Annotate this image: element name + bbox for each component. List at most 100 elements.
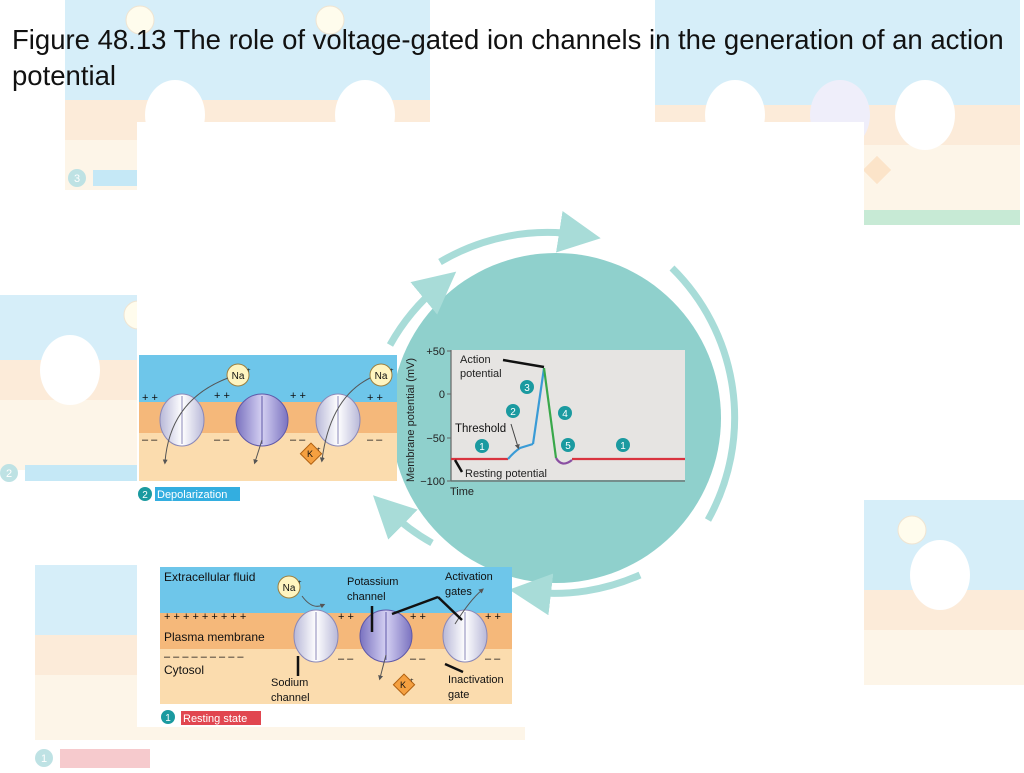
svg-text:2: 2 [142, 490, 148, 501]
background-panel-left-mid: 2 [0, 295, 153, 490]
potassium-channel-label: Potassium [347, 576, 398, 588]
svg-text:Na: Na [283, 583, 296, 594]
na-ion: Na + [277, 575, 302, 599]
svg-text:+: + [317, 447, 321, 453]
resting-caption-bg [181, 711, 261, 725]
svg-text:+: + [298, 580, 302, 586]
cycle-arrow-lower-left [372, 495, 434, 547]
step-2-badge: 2 [138, 487, 152, 501]
k-ion: K + [392, 673, 416, 697]
activation-gates-leader [391, 595, 439, 616]
phase-marker-1: 1 [475, 439, 489, 453]
sodium-channel-label: channel [271, 692, 310, 704]
svg-text:5: 5 [565, 441, 571, 452]
svg-text:– –: – – [214, 434, 230, 446]
depolarization-curve [507, 442, 534, 460]
extracellular-fluid-label: Extracellular fluid [164, 570, 255, 584]
na-ion: Na + [226, 363, 251, 387]
inactivation-gate-label: gate [448, 689, 469, 701]
rising-phase-curve [531, 367, 546, 445]
svg-text:K: K [307, 449, 313, 459]
svg-text:+ +: + + [367, 392, 383, 404]
svg-text:3: 3 [524, 383, 530, 394]
svg-text:– –: – – [290, 434, 306, 446]
background-panel-right-bottom-graphic [860, 500, 1024, 685]
cycle-arrow-right [669, 265, 739, 522]
background-step-3: 3 [74, 173, 80, 185]
sodium-channel [315, 393, 361, 447]
y-tick-label: 0 [439, 389, 445, 401]
na-ion: Na + [369, 363, 394, 387]
activation-gates-label: gates [445, 586, 472, 598]
page-title: Figure 48.13 The role of voltage-gated i… [12, 24, 1004, 91]
svg-text:+: + [410, 678, 414, 684]
plasma-membrane-label: Plasma membrane [164, 630, 265, 644]
action-potential-label: Action [460, 354, 491, 366]
action-potential-graph: +50 0 −50 −100 Membrane potential (mV) T… [405, 346, 685, 498]
threshold-arrow [510, 423, 520, 450]
svg-text:Na: Na [232, 371, 245, 382]
svg-text:+ +: + + [410, 611, 426, 623]
depolarization-caption: Depolarization [157, 489, 227, 501]
phase-marker-1-end: 1 [616, 438, 630, 452]
svg-text:– –: – – [338, 653, 354, 665]
resting-potential-label: Resting potential [465, 468, 547, 480]
svg-text:– –: – – [485, 653, 501, 665]
svg-text:1: 1 [165, 713, 171, 724]
resting-caption: Resting state [183, 713, 247, 725]
sodium-channel-label: Sodium [271, 677, 308, 689]
svg-text:– –: – – [142, 434, 158, 446]
resting-state-panel: Extracellular fluid Plasma membrane Cyto… [160, 567, 512, 725]
step-1-badge: 1 [161, 710, 175, 724]
cycle-arrow-top [438, 211, 601, 266]
svg-text:+ +: + + [338, 611, 354, 623]
background-step-1: 1 [41, 753, 47, 765]
svg-text:– –: – – [367, 434, 383, 446]
undershoot-curve [555, 457, 573, 465]
svg-text:+ +: + + [485, 611, 501, 623]
svg-text:– –: – – [410, 653, 426, 665]
cycle-arrow-upper-left [386, 271, 457, 347]
activation-gates-label: Activation [445, 571, 493, 583]
svg-text:+: + [390, 368, 394, 374]
svg-text:2: 2 [510, 407, 516, 418]
phase-marker-5: 5 [561, 438, 575, 452]
cycle-arrow-bottom [509, 571, 642, 616]
potassium-channel [235, 393, 289, 447]
y-tick-label: −100 [420, 476, 445, 488]
phase-marker-2: 2 [506, 404, 520, 418]
svg-text:4: 4 [562, 409, 568, 420]
inactivation-gate-label: Inactivation [448, 674, 504, 686]
background-panel-left-mid-graphic: 2 [0, 295, 153, 482]
svg-text:+ +: + + [142, 392, 158, 404]
activation-gates-leader [437, 596, 463, 621]
svg-text:+: + [247, 368, 251, 374]
threshold-label: Threshold [455, 423, 506, 435]
phase-marker-3: 3 [520, 380, 534, 394]
y-axis-label: Membrane potential (mV) [405, 358, 417, 482]
action-potential-leader [502, 358, 545, 369]
background-panel-right-bottom [860, 500, 1024, 685]
svg-text:Na: Na [375, 371, 388, 382]
k-ion: K + [299, 442, 323, 466]
svg-text:+ + + + + + + + +: + + + + + + + + + [164, 611, 246, 623]
inactivation-gate-leader [444, 662, 464, 674]
svg-text:1: 1 [620, 441, 626, 452]
resting-potential-leader [453, 459, 464, 473]
svg-text:1: 1 [479, 442, 485, 453]
y-tick-label: −50 [426, 433, 445, 445]
depolarization-caption-bg [155, 487, 240, 501]
y-tick-label: +50 [426, 346, 445, 358]
svg-text:– – – – – – – – –: – – – – – – – – – [164, 651, 244, 663]
sodium-channel [159, 393, 205, 447]
depolarization-panel: + + + + + + + + – – – – – – – – Na + Na … [138, 355, 397, 501]
potassium-channel [359, 609, 413, 663]
phase-marker-4: 4 [558, 406, 572, 420]
svg-text:K: K [400, 680, 406, 690]
action-potential-label: potential [460, 368, 502, 380]
potassium-channel-label: channel [347, 591, 386, 603]
sodium-channel [293, 609, 339, 663]
sodium-channel [442, 609, 488, 663]
falling-phase-curve [542, 367, 558, 459]
